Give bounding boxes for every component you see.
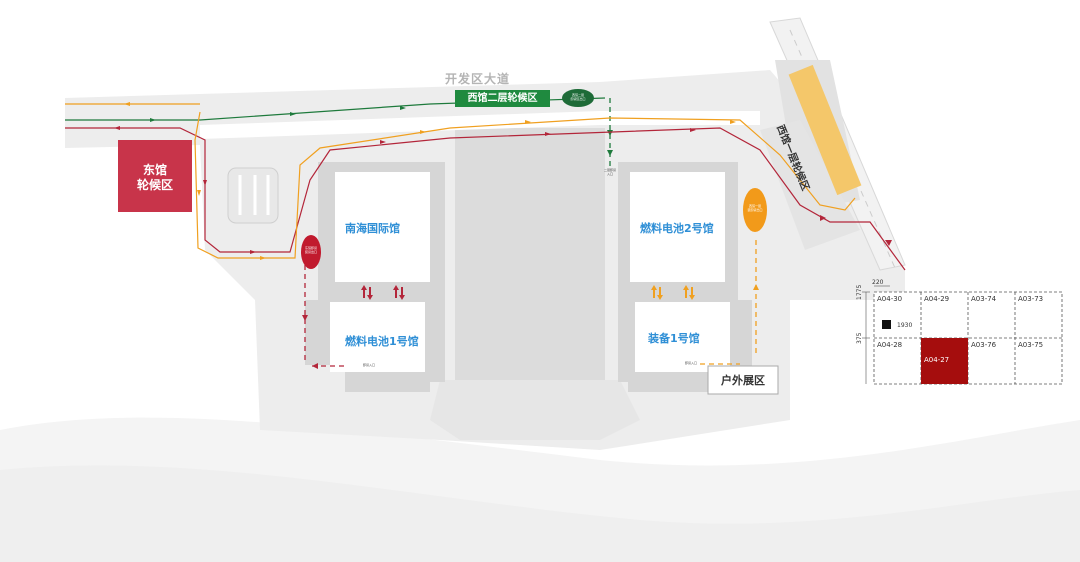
booth-plan — [862, 285, 1063, 385]
booth-a03-73[interactable]: A03-73 — [1018, 295, 1044, 303]
booth-a04-29[interactable]: A04-29 — [924, 295, 950, 303]
orange-oval-text: 西馆一层 装卸货出口 — [747, 204, 763, 212]
green-oval-text: 西馆二层 卸货区出口 — [570, 93, 586, 101]
west-second-zone — [455, 90, 550, 107]
red-entry-text: 卸货入口 — [362, 363, 375, 367]
green-entry-text: 二层卸货 入口 — [603, 168, 616, 176]
red-double-arrows — [361, 285, 405, 300]
fuel-cell-1-inner — [330, 302, 425, 372]
west-second-waiting-label[interactable]: 西馆二层轮候区 — [467, 93, 538, 104]
orange-double-arrows — [651, 285, 695, 300]
equipment-1-inner — [635, 302, 730, 372]
central-hall — [455, 128, 605, 408]
booth-a03-75[interactable]: A03-75 — [1018, 341, 1044, 349]
red-oval-marker — [301, 235, 321, 269]
nanhai-hall-inner — [335, 172, 430, 282]
orange-entry-text: 卸货入口 — [684, 361, 697, 365]
outdoor-zone-label[interactable]: 户外展区 — [721, 374, 765, 387]
hall-fuel-cell-2[interactable]: 燃料电池2号馆 — [640, 222, 714, 235]
orange-oval-marker — [743, 188, 767, 232]
dim-left-lower: 375 — [856, 332, 863, 344]
booth-a04-28[interactable]: A04-28 — [877, 341, 903, 349]
dim-row-label: 1930 — [897, 322, 913, 329]
west-first-zone — [788, 64, 862, 196]
hall-nanhai[interactable]: 南海国际馆 — [345, 222, 400, 235]
parking-block — [227, 167, 279, 224]
right-wing — [760, 120, 860, 250]
booth-a04-27[interactable]: A04-27 — [924, 356, 950, 364]
booth-a03-76[interactable]: A03-76 — [971, 341, 997, 349]
red-oval-text: 东馆卸货 装货出口 — [304, 246, 317, 254]
hall-equipment-1[interactable]: 装备1号馆 — [648, 332, 700, 345]
pillar — [882, 320, 891, 329]
route-orange — [194, 111, 856, 259]
highlighted-booth — [921, 338, 968, 384]
booth-a04-30[interactable]: A04-30 — [877, 295, 903, 303]
booth-a03-74[interactable]: A03-74 — [971, 295, 997, 303]
green-oval-marker — [562, 89, 594, 107]
central-hall-lower — [430, 380, 640, 440]
road-lane — [199, 111, 760, 139]
fuel-cell-2-inner — [630, 172, 725, 282]
dim-top: 220 — [872, 279, 884, 286]
road-label: 开发区大道 — [445, 72, 511, 86]
outdoor-zone — [707, 365, 779, 395]
hall-fuel-cell-1[interactable]: 燃料电池1号馆 — [345, 335, 419, 348]
dim-left-upper: 1775 — [856, 284, 863, 300]
east-waiting-zone — [118, 140, 192, 212]
ground-shade-2 — [0, 465, 1080, 562]
east-waiting-label[interactable]: 东馆 轮候区 — [136, 163, 173, 192]
